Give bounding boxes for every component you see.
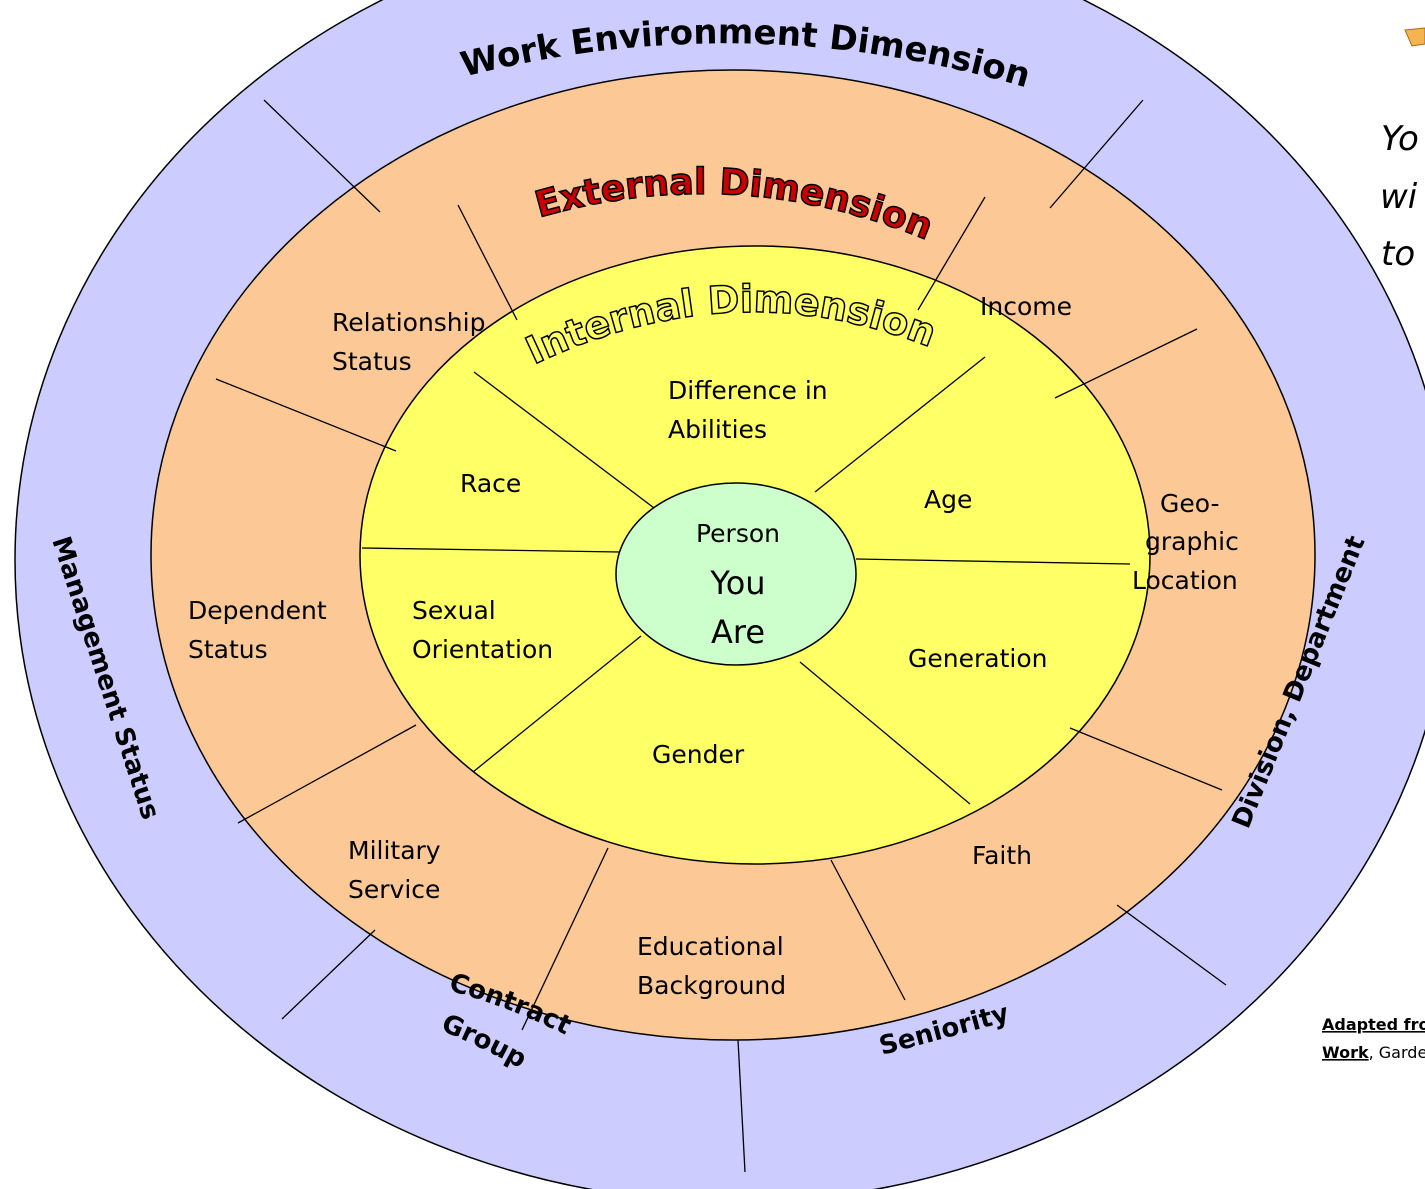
geographic-label-line3: Location bbox=[1132, 566, 1238, 595]
center-label-line2: You bbox=[709, 564, 765, 602]
gender-label: Gender bbox=[652, 740, 745, 769]
relationship-label-line1: Relationship bbox=[332, 308, 485, 337]
side-text-line2: wi bbox=[1380, 177, 1418, 217]
sexual-orientation-label-line1: Sexual bbox=[412, 596, 496, 625]
generation-label: Generation bbox=[908, 644, 1047, 673]
work-ring-dividers bbox=[263, 99, 1227, 1173]
dependent-label-line1: Dependent bbox=[188, 596, 327, 625]
center-label-line1: Person bbox=[696, 519, 780, 548]
credit-line1: Adapted fro bbox=[1322, 1015, 1425, 1034]
sexual-orientation-label-line2: Orientation bbox=[412, 635, 553, 664]
geographic-label-line1: Geo- bbox=[1160, 489, 1220, 518]
educational-label-line2: Background bbox=[637, 971, 786, 1000]
top-right-clip-icon bbox=[1404, 27, 1425, 47]
race-label: Race bbox=[460, 469, 521, 498]
person-you-are-center bbox=[615, 482, 857, 666]
dependent-label-line2: Status bbox=[188, 635, 268, 664]
abilities-label-line1: Difference in bbox=[668, 376, 828, 405]
center-label-line3: Are bbox=[711, 613, 765, 651]
educational-label-line1: Educational bbox=[637, 932, 784, 961]
faith-label: Faith bbox=[972, 841, 1032, 870]
internal-ring-dividers bbox=[361, 356, 1131, 805]
abilities-label-line2: Abilities bbox=[668, 415, 767, 444]
geographic-label-line2: graphic bbox=[1145, 527, 1239, 556]
military-label-line1: Military bbox=[348, 836, 441, 865]
income-label: Income bbox=[980, 292, 1072, 321]
relationship-label-line2: Status bbox=[332, 347, 412, 376]
side-text-line3: to bbox=[1381, 234, 1415, 274]
external-ring-dividers bbox=[215, 196, 1223, 1031]
credit-line2: Work, Garde bbox=[1322, 1043, 1425, 1062]
military-label-line2: Service bbox=[348, 875, 440, 904]
side-text-line1: Yo bbox=[1381, 119, 1419, 159]
age-label: Age bbox=[924, 485, 972, 514]
